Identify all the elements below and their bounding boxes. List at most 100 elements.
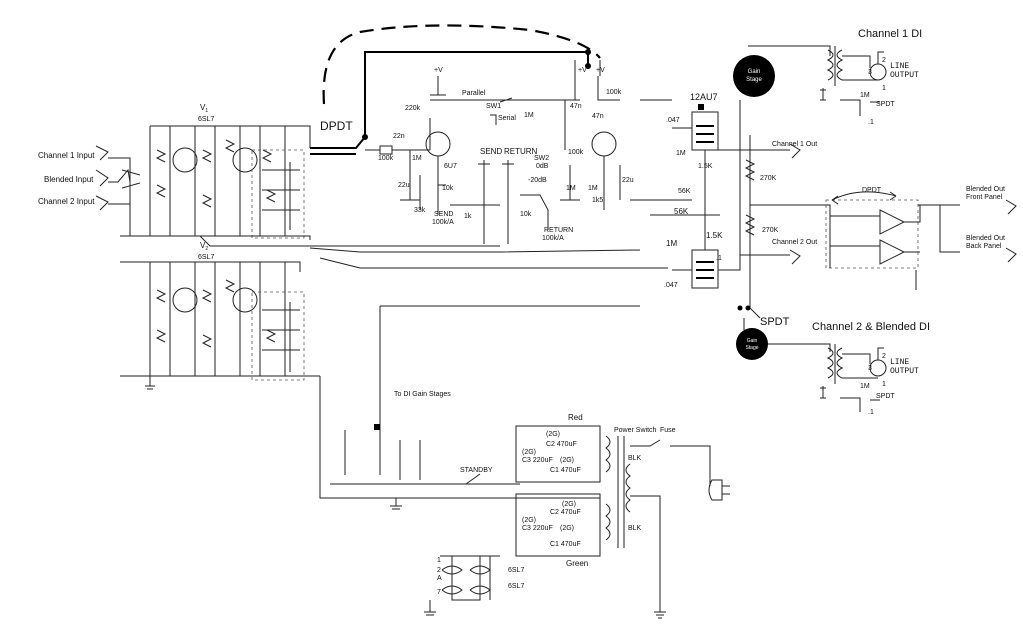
- di2-pin2: 2: [882, 353, 886, 360]
- blend-front-label-2: Front Panel: [966, 194, 1003, 201]
- send-pot-value: 100k/A: [432, 219, 454, 226]
- di2-pin1: 1: [882, 381, 886, 388]
- blk2-label: BLK: [628, 525, 642, 532]
- recovery-bias: [560, 156, 621, 210]
- v2-ground: [120, 375, 320, 390]
- channel-1-di: Channel 1 DI Gain Stage 3 2 1 LINE OUTPU…: [733, 28, 922, 150]
- r1-5K-b-label: 1.5K: [706, 231, 723, 240]
- blend-back-label-1: Blended Out: [966, 235, 1005, 242]
- green-label: Green: [566, 559, 588, 568]
- return-label: RETURN: [504, 147, 538, 156]
- gain-stage-1-text-b: Stage: [746, 77, 762, 83]
- dpdt-node-c: [585, 63, 591, 69]
- power-distribution: [319, 305, 640, 499]
- gain-stage-2-text-a: Gain: [747, 338, 758, 344]
- dpdt-node-a: [362, 134, 368, 140]
- vplus-a: +V: [434, 67, 443, 74]
- v1-tone-stack-box: [251, 149, 305, 239]
- 12au7-wiring: [660, 127, 741, 271]
- blend-output-wiring: [750, 204, 960, 290]
- v2-tone-stack-box: [251, 291, 305, 381]
- v2-preamp-block: V2 6SL7: [120, 241, 320, 390]
- ch1-out-label: Channel 1 Out: [772, 141, 817, 148]
- v1-triode-a: [172, 147, 198, 173]
- q2g-bot-c: (2G): [560, 525, 574, 532]
- c22u-b-label: 22u: [622, 177, 634, 184]
- v1-type-label: 6SL7: [198, 116, 214, 123]
- c1-di2-label: .1: [868, 409, 874, 416]
- loop-input-wires: [365, 99, 520, 151]
- power-switch-label: Power Switch: [614, 427, 657, 434]
- r1k-label: 1k: [464, 213, 472, 220]
- mains-ground: [654, 611, 666, 619]
- r100k-c-label: 100k: [568, 149, 584, 156]
- c047-b-label: .047: [664, 282, 678, 289]
- r220k-label: 220k: [405, 105, 421, 112]
- r100k-b-label: 100k: [606, 89, 622, 96]
- blend-mixer-box: [825, 199, 919, 269]
- gain-stage-1-text-a: Gain: [748, 69, 761, 75]
- 12au7-triode-bottom: [691, 249, 719, 289]
- r1-5K-a-label: 1.5K: [698, 163, 713, 170]
- xlr-1: [869, 63, 887, 81]
- di2-xlr-wiring: [842, 347, 884, 379]
- standby-switch: [465, 473, 481, 485]
- r100k-a-label: 100k: [378, 155, 394, 162]
- di2-pin3: 3: [868, 365, 872, 372]
- power-transformer: [605, 435, 631, 548]
- 12au7-top-marker: [698, 104, 704, 110]
- mains-wiring: [630, 439, 711, 612]
- di-supply-tap: [374, 424, 380, 430]
- line-output-1b: OUTPUT: [890, 71, 919, 80]
- phase-stage-12au7: 12AU7 .047 1M 1.5K 56K 56K 1M 1.5K .1 .0…: [660, 92, 741, 289]
- sw1-to-r1M: [520, 99, 580, 150]
- r1k5-label: 1k5: [592, 197, 603, 204]
- c2-bot-label: C2 470uF: [550, 509, 581, 516]
- r100k-symbol: [379, 145, 393, 155]
- c47n-b-label: 47n: [592, 113, 604, 120]
- vplus-b: +V: [578, 67, 587, 74]
- heater-pin-Aa: A: [437, 575, 442, 582]
- q2g-top-b: (2G): [522, 449, 536, 456]
- ch-out-jacks: [789, 143, 801, 265]
- signal-bus-lines: [130, 199, 720, 269]
- input-section: Channel 1 Input Blended Input Channel 2 …: [38, 145, 141, 236]
- v2-tone-stack: [262, 302, 300, 372]
- heater-wiring: [424, 555, 500, 616]
- vplus-c: +V: [596, 67, 605, 74]
- di1-pin1: 1: [882, 85, 886, 92]
- v1-resistors: [155, 139, 277, 208]
- dpdt-dashed-link: [322, 24, 601, 105]
- loop-bias: [400, 150, 446, 215]
- power-supply: To DI Gain Stages STANDBY Red Green (2G)…: [319, 305, 730, 619]
- rectifier-boxes: [515, 425, 601, 557]
- return-pot-label: RETURN: [544, 227, 573, 234]
- heater-sockets: [441, 565, 491, 595]
- vplus-a-wire: [430, 76, 446, 96]
- r10k-b-label: 10k: [520, 211, 532, 218]
- v1-preamp-block: V1 6SL7: [120, 103, 311, 240]
- dpdt-contacts: [310, 136, 366, 155]
- power-ground: [390, 498, 402, 510]
- r56K-b-label: 56K: [674, 207, 689, 216]
- q2g-bot-b: (2G): [522, 517, 536, 524]
- 0db-label: 0dB: [536, 163, 549, 170]
- c047-a-label: .047: [666, 117, 680, 124]
- spdt-node-a: [737, 305, 743, 311]
- v2-type-label: 6SL7: [198, 254, 214, 261]
- c3-top-label: C3 220uF: [522, 457, 553, 464]
- c2-top-label: C2 470uF: [546, 441, 577, 448]
- xlr-2: [869, 359, 887, 377]
- c3-bot-label: C3 220uF: [522, 525, 553, 532]
- spdt-node-b: [745, 305, 751, 311]
- dpdt-small-label: DPDT: [862, 187, 882, 194]
- input-wiring: [108, 157, 131, 236]
- blend-front-label-1: Blended Out: [966, 186, 1005, 193]
- serial-label: Serial: [498, 115, 516, 122]
- v2-triode-a: [172, 287, 198, 313]
- spdt-lever: [743, 307, 761, 330]
- bus-ch2: [130, 235, 641, 253]
- heater-tube-2: 6SL7: [508, 583, 524, 590]
- c1-label: .1: [716, 255, 722, 262]
- gain-stage-2-text-b: Stage: [745, 345, 758, 351]
